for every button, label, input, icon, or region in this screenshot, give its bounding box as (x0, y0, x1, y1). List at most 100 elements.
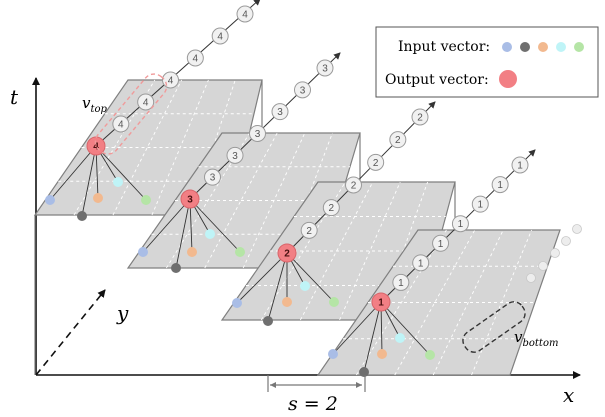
trailing-dot (550, 248, 560, 258)
input-vector-dot (300, 281, 310, 291)
chain-node-label: 1 (478, 200, 484, 211)
chain-node-label: 1 (398, 278, 404, 289)
chain-node (345, 176, 362, 194)
chain-node (491, 176, 509, 194)
input-connection (81, 145, 99, 217)
v-top-letter: v (82, 94, 91, 112)
chain-node-label: 4 (143, 98, 149, 109)
input-connection (95, 145, 147, 201)
output-vector-label: 3 (187, 195, 193, 206)
chain-node (204, 168, 221, 186)
chain-node-label: 3 (232, 151, 238, 162)
svg-text:vtop: vtop (82, 94, 108, 115)
chain-node (226, 146, 244, 164)
chain-node (412, 254, 430, 272)
chain-node-label: 2 (351, 181, 357, 192)
legend: Input vector: Output vector: (375, 26, 599, 98)
y-axis (35, 289, 106, 376)
v-bottom-box (462, 301, 526, 353)
input-vector-dot (329, 297, 339, 307)
legend-output-swatch (499, 70, 517, 88)
chain-node (271, 103, 289, 121)
plane-grid-line (432, 229, 504, 376)
chain-node (392, 273, 410, 291)
output-vector-label: 2 (284, 249, 290, 260)
input-vector-dot (93, 193, 103, 203)
legend-input-swatch (574, 42, 584, 52)
legend-input-swatch (556, 42, 566, 52)
input-vector-dot (171, 263, 181, 273)
chain-node (471, 195, 489, 213)
input-vector-dot (113, 177, 123, 187)
chain-node-label: 4 (217, 32, 223, 43)
chain-node (322, 199, 340, 217)
input-vector-dot (77, 211, 87, 221)
plane-grid-line (300, 181, 374, 321)
input-vector-dot (235, 247, 245, 257)
input-vector-dot (425, 350, 435, 360)
chain-node-label: 1 (497, 180, 503, 191)
chain-node (451, 215, 469, 233)
trailing-dot (526, 273, 536, 283)
input-connection (142, 198, 191, 253)
chain-node (294, 81, 311, 99)
legend-input-label: Input vector: (398, 39, 490, 55)
input-connection (189, 198, 241, 253)
output-vector-node (277, 243, 297, 263)
v-top-annotation: vtop (82, 73, 168, 155)
chain-node-label: 4 (242, 10, 248, 21)
legend-input-swatches (502, 42, 584, 52)
trailing-dot (538, 261, 548, 271)
legend-box (375, 26, 599, 98)
chain-node-label: 2 (329, 203, 335, 214)
chain-node-label: 3 (322, 64, 328, 75)
legend-input-swatch (502, 42, 512, 52)
svg-text:vbottom: vbottom (514, 328, 558, 349)
input-connection (267, 252, 289, 322)
chain-node-label: 2 (395, 135, 401, 146)
chain-node-label: 4 (118, 120, 124, 131)
chain-node (316, 59, 334, 77)
input-vector-dot (328, 349, 338, 359)
trailing-dot (572, 224, 582, 234)
chain-node (300, 221, 318, 239)
chain-node-label: 1 (438, 239, 444, 250)
legend-input-swatch (520, 42, 530, 52)
input-connection (363, 301, 383, 373)
input-vector-dot (45, 195, 55, 205)
input-vector-dot (359, 367, 369, 377)
chain-node (367, 153, 385, 171)
trailing-dot (561, 236, 571, 246)
chain-node-label: 2 (306, 226, 312, 237)
output-vector-label: 4 (93, 142, 99, 153)
stride-label: s = 2 (288, 393, 338, 415)
chain-node-label: 3 (255, 129, 261, 140)
input-connection (49, 145, 97, 201)
plane-grid-line (112, 79, 183, 216)
input-connection (332, 301, 382, 355)
input-vector-dot (232, 298, 242, 308)
bottom-trailing-dots (526, 224, 582, 283)
chain-node-label: 1 (517, 161, 523, 172)
stride-indicator: s = 2 (267, 375, 366, 415)
output-vector-node (371, 292, 391, 312)
chain-node-label: 4 (193, 54, 199, 65)
output-vector-node (180, 189, 200, 209)
input-vector-dot (263, 316, 273, 326)
x-axis-label: x (563, 383, 574, 407)
v-bottom-letter: v (514, 328, 523, 346)
y-axis-label: y (116, 301, 129, 325)
chain-node (389, 131, 407, 149)
input-connection (175, 198, 193, 269)
t-axis-label: t (10, 85, 19, 109)
input-vector-dot (377, 349, 387, 359)
input-vector-dot (187, 247, 197, 257)
chain-node (186, 49, 204, 67)
plane-grid-line (339, 181, 401, 321)
input-vector-dot (138, 247, 148, 257)
output-vector-label: 1 (378, 298, 384, 309)
